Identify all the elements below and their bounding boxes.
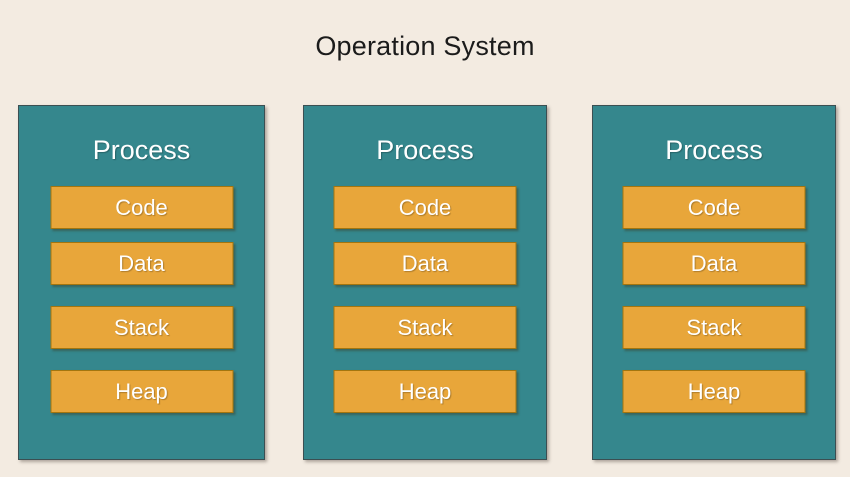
process-box-2: Process Code Data Stack Heap [303,105,547,460]
segment-data: Data [333,242,517,285]
segment-heap: Heap [50,370,233,413]
segment-code: Code [333,186,517,229]
segment-stack: Stack [333,306,517,349]
process-box-1: Process Code Data Stack Heap [18,105,265,460]
segment-data: Data [622,242,806,285]
process-title: Process [665,135,763,165]
segment-data: Data [50,242,233,285]
segment-code: Code [622,186,806,229]
process-title: Process [92,135,191,165]
process-title: Process [376,135,474,165]
segment-stack: Stack [622,306,806,349]
segment-code: Code [50,186,233,229]
process-box-3: Process Code Data Stack Heap [592,105,836,460]
segment-stack: Stack [50,306,233,349]
segment-heap: Heap [622,370,806,413]
segment-heap: Heap [333,370,517,413]
diagram-title: Operation System [315,31,535,61]
